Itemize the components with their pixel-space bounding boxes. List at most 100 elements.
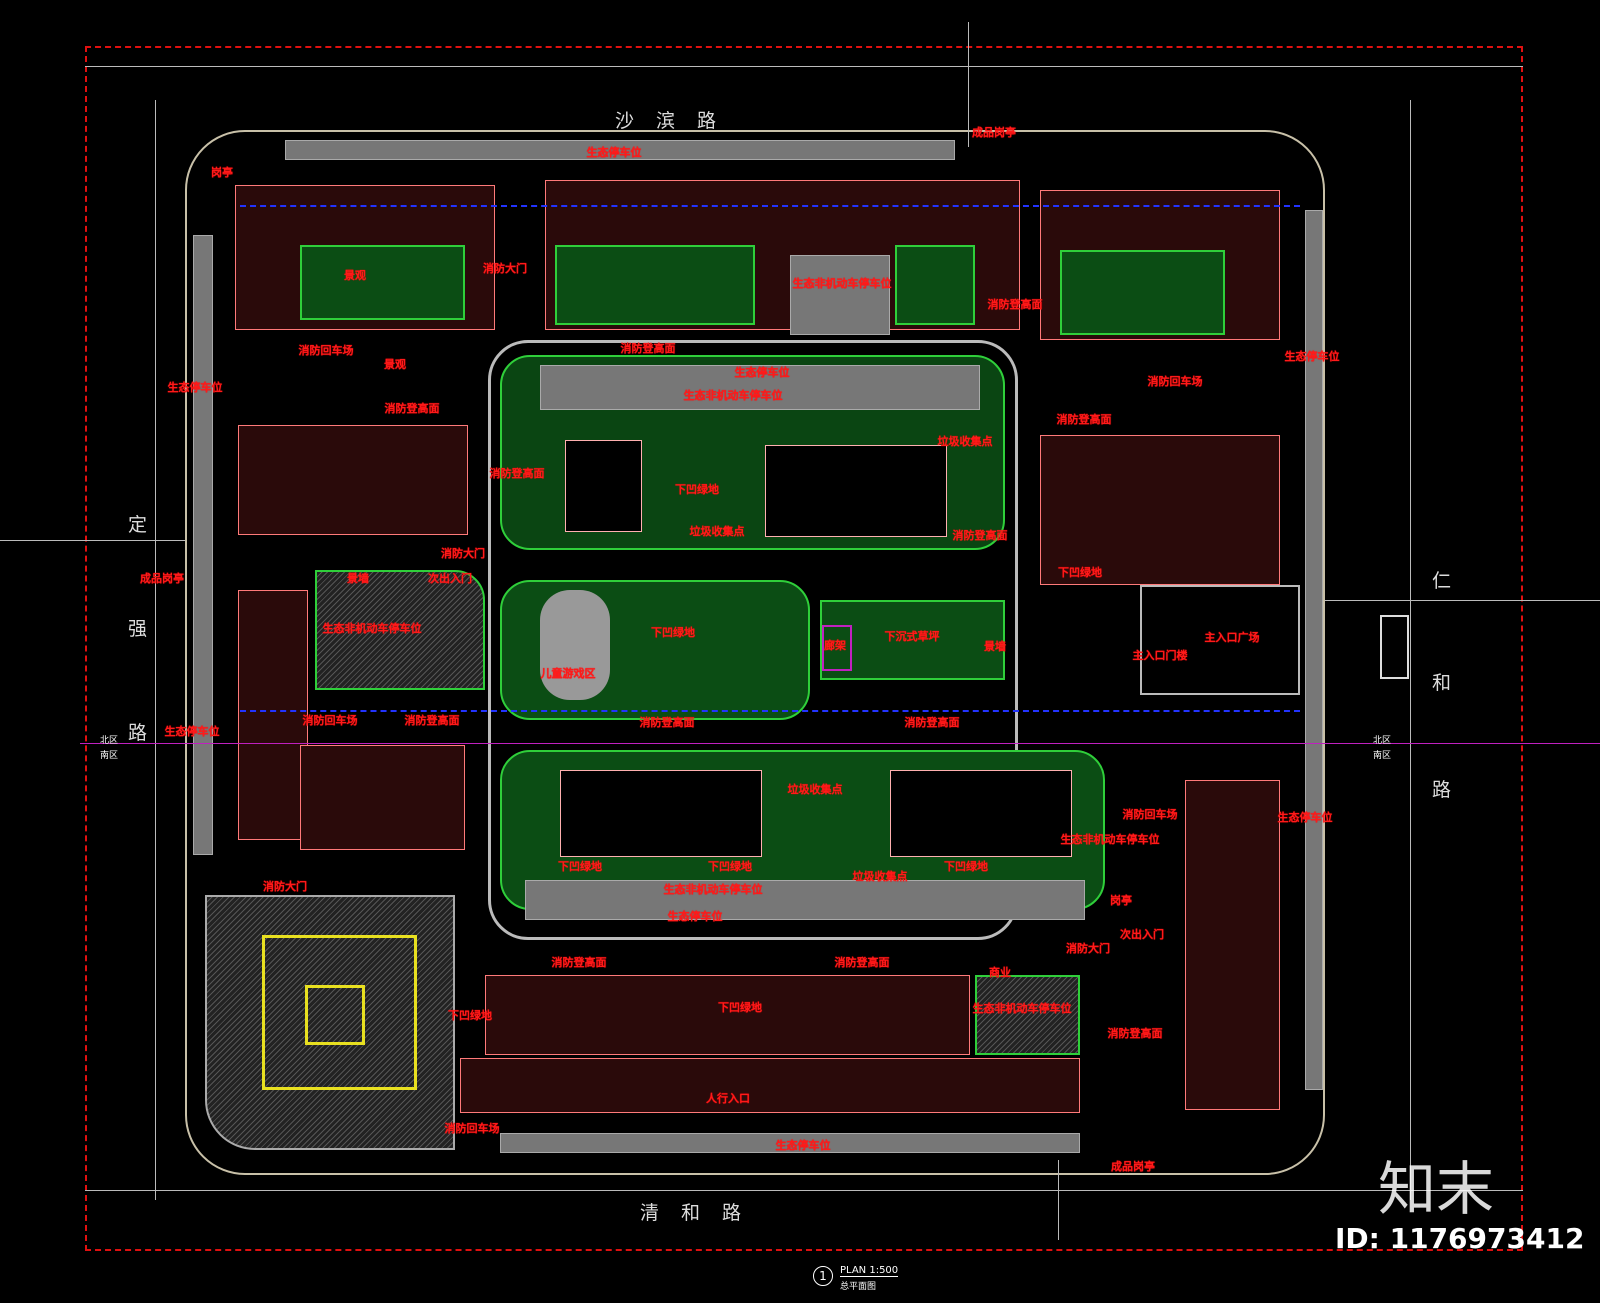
map-label: 消防登高面 bbox=[384, 402, 440, 415]
road-edge-east bbox=[1410, 100, 1411, 1200]
map-label: 消防登高面 bbox=[489, 467, 545, 480]
nonmotor-parking-w bbox=[315, 570, 485, 690]
map-label: 次出入门 bbox=[1120, 928, 1164, 941]
map-label: 生态停车位 bbox=[1277, 811, 1333, 824]
road-west-branch bbox=[0, 540, 185, 541]
road-name-north: 沙滨路 bbox=[615, 110, 739, 132]
map-label: 主入口广场 bbox=[1204, 631, 1260, 644]
site-outline bbox=[185, 130, 1325, 1175]
road-edge-north bbox=[85, 66, 1523, 67]
property-boundary bbox=[85, 46, 1523, 1251]
map-label: 消防登高面 bbox=[1056, 413, 1112, 426]
plan-number-circle: 1 bbox=[813, 1266, 833, 1286]
plan-title: 总平面图 bbox=[840, 1282, 877, 1292]
road-edge-west bbox=[155, 100, 156, 1200]
map-label: 下凹绿地 bbox=[675, 483, 719, 496]
main-entrance-plaza bbox=[1140, 585, 1300, 695]
nonmotor-parking-s bbox=[975, 975, 1080, 1055]
map-label: 生态非机动车停车位 bbox=[972, 1002, 1072, 1015]
map-label: 消防登高面 bbox=[952, 529, 1008, 542]
central-ring-road bbox=[488, 340, 1018, 940]
map-label: 商业 bbox=[989, 966, 1011, 979]
road-name-west-3: 路 bbox=[128, 722, 148, 744]
map-label: 生态停车位 bbox=[775, 1139, 831, 1152]
map-label: 生态非机动车停车位 bbox=[683, 389, 783, 402]
map-label: 生态停车位 bbox=[1284, 350, 1340, 363]
map-label: 消防登高面 bbox=[987, 298, 1043, 311]
road-name-east-3: 路 bbox=[1432, 779, 1452, 801]
map-label: 垃圾收集点 bbox=[937, 435, 993, 448]
map-label: 生态停车位 bbox=[667, 910, 723, 923]
map-label: 成品岗亭 bbox=[140, 572, 184, 585]
map-label: 成品岗亭 bbox=[1111, 1160, 1155, 1173]
brand-watermark: 知末 bbox=[1378, 1155, 1495, 1223]
map-label: 生态非机动车停车位 bbox=[663, 883, 763, 896]
building-c1 bbox=[565, 440, 642, 532]
map-label: 下凹绿地 bbox=[944, 860, 988, 873]
map-label: 垃圾收集点 bbox=[689, 525, 745, 538]
map-label: 消防登高面 bbox=[404, 714, 460, 727]
map-label: 下凹绿地 bbox=[1058, 566, 1102, 579]
map-label: 消防登高面 bbox=[551, 956, 607, 969]
residential-block-w2 bbox=[238, 590, 308, 840]
map-label: 消防回车场 bbox=[444, 1122, 500, 1135]
map-label: 生态非机动车停车位 bbox=[792, 277, 892, 290]
leader-line-top bbox=[968, 22, 969, 147]
map-label: 消防大门 bbox=[1066, 942, 1110, 955]
map-label: 消防登高面 bbox=[904, 716, 960, 729]
map-label: 岗亭 bbox=[1110, 894, 1132, 907]
map-label: 主入口门楼 bbox=[1132, 649, 1188, 662]
road-name-east-2: 和 bbox=[1432, 672, 1452, 694]
parking-strip-west bbox=[193, 235, 213, 855]
building-c4 bbox=[890, 770, 1072, 857]
zone-label-south-w: 南区 bbox=[100, 751, 119, 761]
map-label: 消防登高面 bbox=[834, 956, 890, 969]
residential-block-s bbox=[485, 975, 970, 1055]
map-label: 生态停车位 bbox=[167, 381, 223, 394]
map-label: 生态停车位 bbox=[586, 146, 642, 159]
east-gate bbox=[1380, 615, 1409, 679]
commercial-block-e bbox=[1185, 780, 1280, 1110]
utility-line-1 bbox=[240, 205, 1300, 207]
residential-block-e1 bbox=[1040, 435, 1280, 585]
garden-n2 bbox=[895, 245, 975, 325]
residential-block-w1 bbox=[238, 425, 468, 535]
sw-building bbox=[262, 935, 417, 1090]
map-label: 垃圾收集点 bbox=[852, 870, 908, 883]
map-label: 成品岗亭 bbox=[972, 126, 1016, 139]
map-label: 下凹绿地 bbox=[558, 860, 602, 873]
nonmotor-parking-n bbox=[790, 255, 890, 335]
map-label: 下凹绿地 bbox=[718, 1001, 762, 1014]
central-parking-south bbox=[525, 880, 1085, 920]
zone-divider-line bbox=[80, 743, 1600, 744]
map-label: 消防回车场 bbox=[298, 344, 354, 357]
map-label: 景观 bbox=[344, 269, 366, 282]
map-label: 景墙 bbox=[347, 572, 369, 585]
road-name-south: 清和路 bbox=[640, 1202, 764, 1224]
map-label: 消防大门 bbox=[483, 262, 527, 275]
pavilion bbox=[822, 625, 852, 671]
road-name-east-1: 仁 bbox=[1432, 570, 1452, 592]
leader-line-bottom bbox=[1058, 1160, 1059, 1240]
parking-strip-south bbox=[500, 1133, 1080, 1153]
map-label: 景墙 bbox=[984, 640, 1006, 653]
garden-n1 bbox=[555, 245, 755, 325]
children-play-area bbox=[540, 590, 610, 700]
image-id: ID: 1176973412 bbox=[1335, 1222, 1585, 1255]
map-label: 消防回车场 bbox=[302, 714, 358, 727]
map-label: 人行入口 bbox=[706, 1092, 750, 1105]
map-label: 生态停车位 bbox=[164, 725, 220, 738]
map-label: 儿童游戏区 bbox=[540, 667, 596, 680]
zone-label-south-e: 南区 bbox=[1373, 751, 1392, 761]
road-name-west-1: 定 bbox=[128, 514, 148, 536]
zone-label-north-e: 北区 bbox=[1373, 736, 1392, 746]
map-label: 消防登高面 bbox=[1107, 1027, 1163, 1040]
map-label: 生态停车位 bbox=[734, 366, 790, 379]
map-label: 消防大门 bbox=[263, 880, 307, 893]
parking-strip-north bbox=[285, 140, 955, 160]
garden-ne bbox=[1060, 250, 1225, 335]
parking-strip-east bbox=[1305, 210, 1323, 1090]
sw-courtyard bbox=[305, 985, 365, 1045]
residential-block-w3 bbox=[300, 745, 465, 850]
